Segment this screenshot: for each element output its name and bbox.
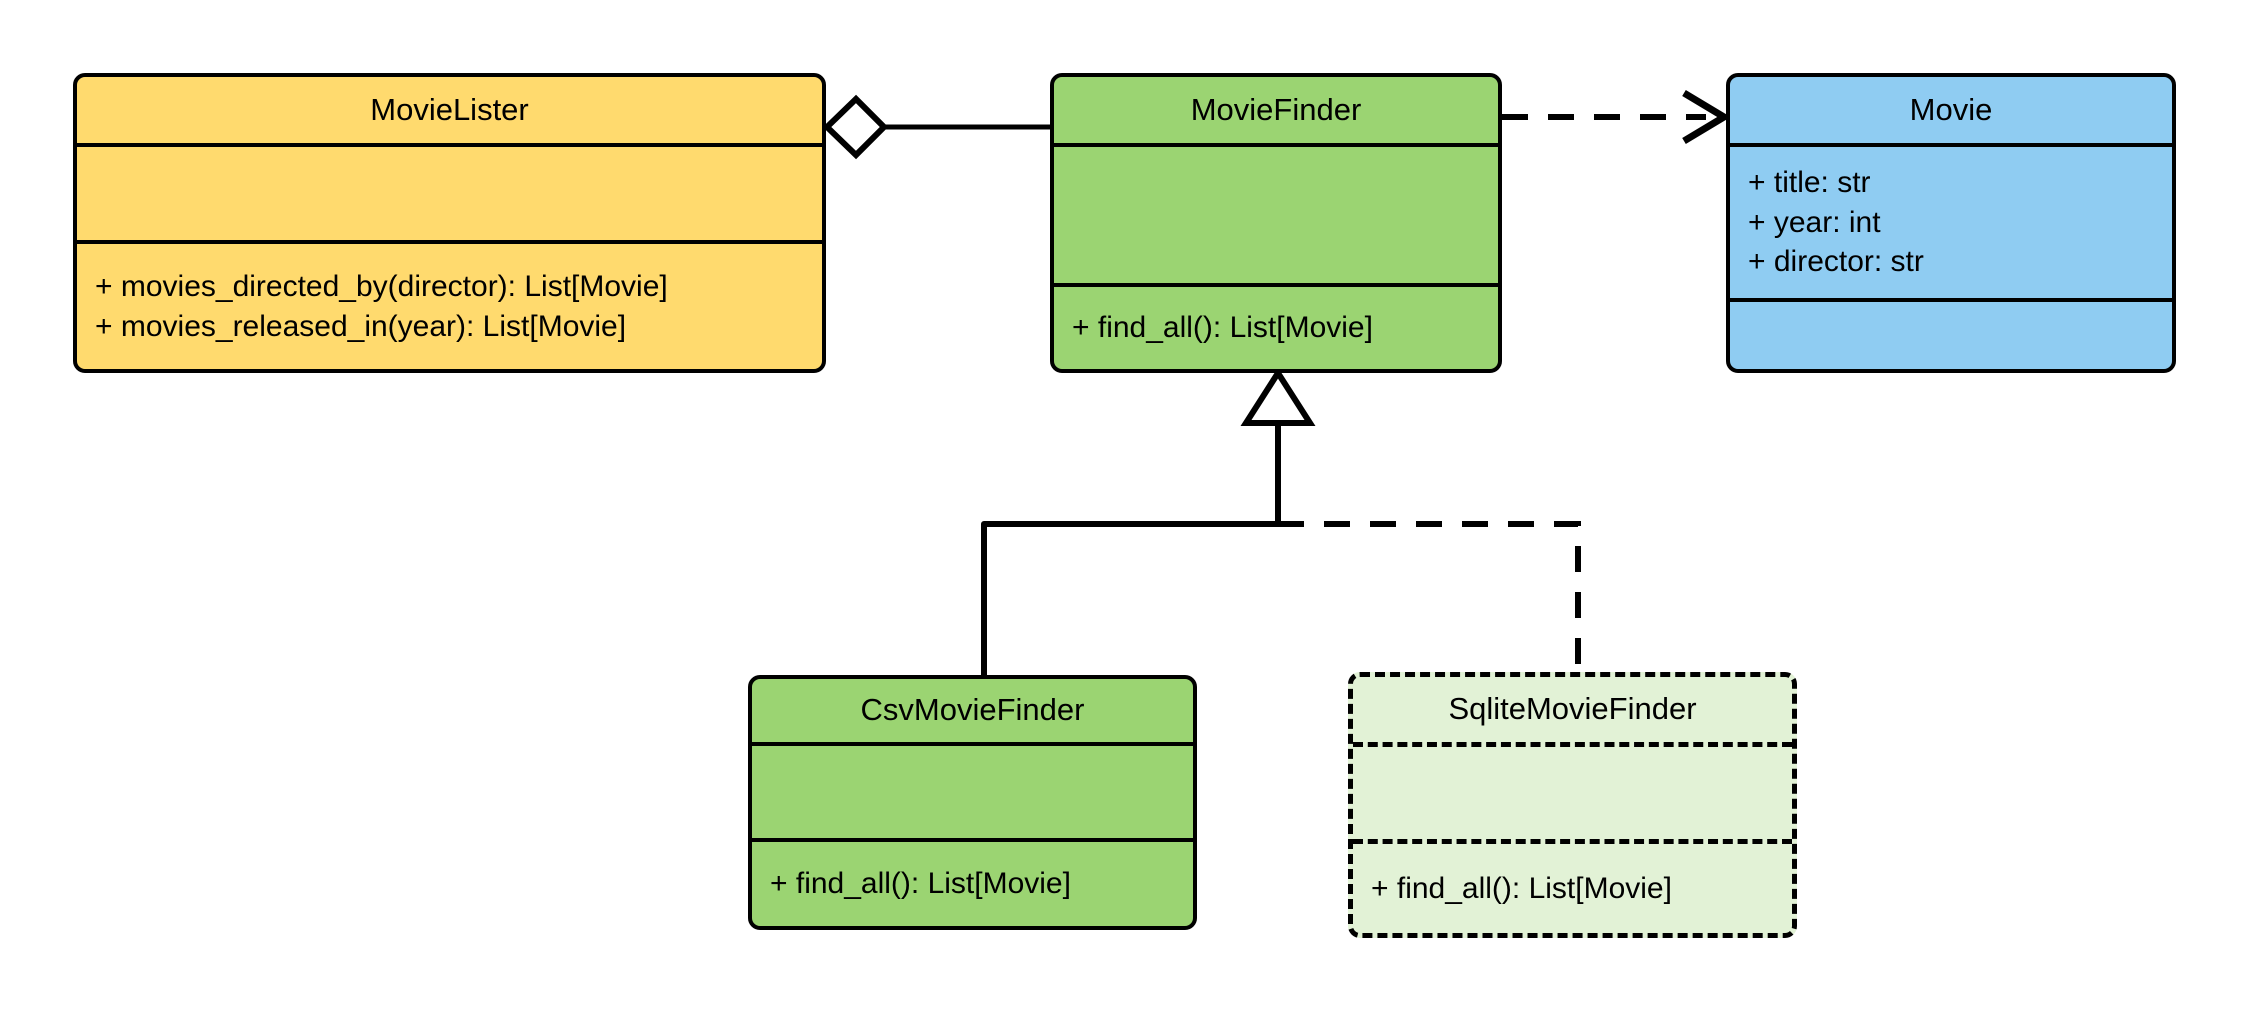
class-name-label: CsvMovieFinder [860,692,1085,728]
attributes-compartment [1054,143,1498,283]
methods-compartment: + find_all(): List[Movie] [1054,283,1498,369]
class-box-sqlite-movie-finder[interactable]: SqliteMovieFinder + find_all(): List[Mov… [1348,672,1797,938]
methods-compartment: + find_all(): List[Movie] [752,838,1193,926]
generalization-branch-sqlite [1278,521,1581,672]
class-box-movie[interactable]: Movie + title: str + year: int + directo… [1726,73,2176,373]
edge-generalization-stem[interactable] [1240,367,1316,524]
method-item: + find_all(): List[Movie] [1371,871,1672,905]
class-name-compartment: MovieLister [77,77,822,143]
open-arrowhead-icon [1682,89,1731,145]
class-box-movie-lister[interactable]: MovieLister + movies_directed_by(directo… [73,73,826,373]
attribute-item: + title: str [1748,165,1871,199]
edge-generalization-csv[interactable] [981,521,1278,675]
class-name-label: SqliteMovieFinder [1448,691,1697,727]
attribute-item: + year: int [1748,205,1881,239]
class-box-movie-finder[interactable]: MovieFinder + find_all(): List[Movie] [1050,73,1502,373]
hollow-triangle-icon [1240,367,1316,426]
class-name-label: MovieLister [370,91,529,127]
class-name-compartment: MovieFinder [1054,77,1498,143]
methods-compartment [1730,298,2172,369]
class-name-compartment: Movie [1730,77,2172,143]
method-item: + find_all(): List[Movie] [770,867,1071,901]
edge-generalization-sqlite[interactable] [1278,521,1581,672]
class-name-compartment: SqliteMovieFinder [1353,677,1792,742]
edge-aggregation-lister-finder[interactable] [822,94,1050,160]
methods-compartment: + find_all(): List[Movie] [1353,839,1792,933]
attribute-item: + director: str [1748,245,1924,279]
class-name-label: Movie [1909,91,1993,127]
method-item: + movies_directed_by(director): List[Mov… [95,269,668,303]
class-name-label: MovieFinder [1190,91,1362,127]
method-item: + movies_released_in(year): List[Movie] [95,309,627,343]
hollow-diamond-icon [822,94,889,160]
attributes-compartment [77,143,822,240]
generalization-branch-csv [981,521,1278,675]
class-box-csv-movie-finder[interactable]: CsvMovieFinder + find_all(): List[Movie] [748,675,1197,930]
attributes-compartment: + title: str + year: int + director: str [1730,143,2172,298]
attributes-compartment [752,742,1193,838]
methods-compartment: + movies_directed_by(director): List[Mov… [77,240,822,369]
method-item: + find_all(): List[Movie] [1072,311,1373,345]
class-name-compartment: CsvMovieFinder [752,679,1193,742]
edge-dependency-finder-movie[interactable] [1502,89,1731,145]
attributes-compartment [1353,742,1792,839]
